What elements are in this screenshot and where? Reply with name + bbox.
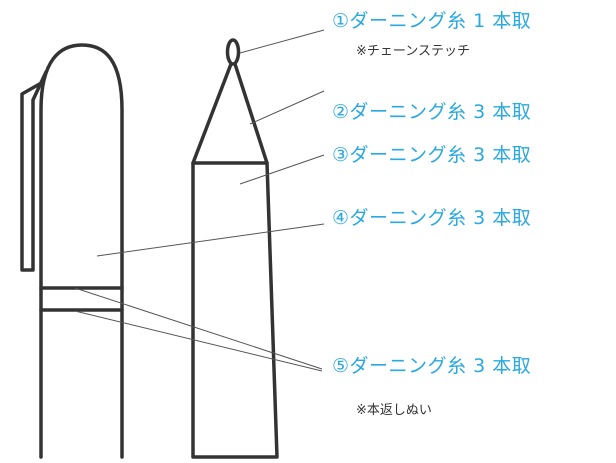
leader-line-4: [96, 223, 325, 257]
pen-clip-outline: [20, 70, 48, 272]
label-2: ②ダーニング糸 3 本取: [332, 101, 532, 123]
nib-shape: [191, 38, 279, 459]
leader-line-3: [239, 154, 325, 185]
label-5: ⑤ダーニング糸 3 本取: [332, 355, 532, 377]
label-1: ①ダーニング糸 1 本取: [332, 10, 532, 32]
label-4: ④ダーニング糸 3 本取: [332, 207, 532, 229]
leader-lines: [74, 29, 325, 372]
pen-body-outline: [39, 43, 124, 459]
leader-line-2: [249, 90, 325, 125]
leader-line-5a: [74, 287, 323, 370]
label-1-note: ※チェーンステッチ: [356, 44, 470, 59]
leader-line-1: [239, 29, 325, 54]
nib-triangle-outline: [191, 62, 269, 165]
nib-body-outline: [191, 161, 279, 459]
leader-line-5b: [74, 310, 323, 372]
label-5-note: ※本返しぬい: [356, 403, 432, 418]
nib-loop: [225, 38, 241, 66]
label-3: ③ダーニング糸 3 本取: [332, 144, 532, 166]
pen-shape: [20, 43, 124, 459]
